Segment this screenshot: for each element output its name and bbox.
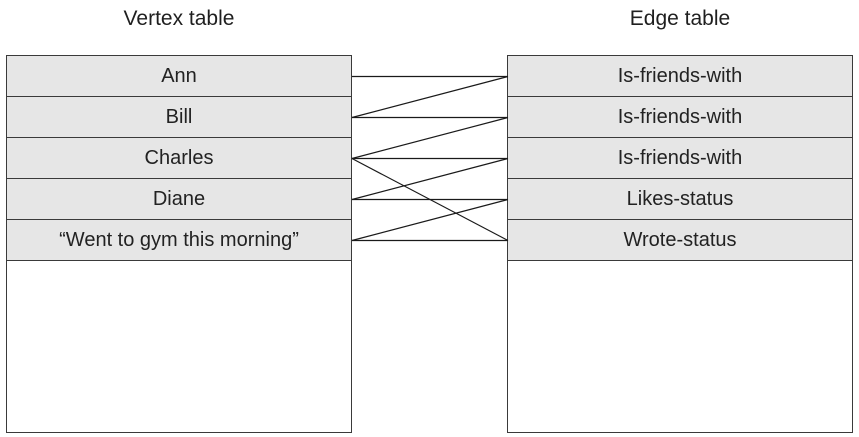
vertex-row-bill: Bill xyxy=(7,97,351,138)
link-line-v1-e0 xyxy=(351,75,509,119)
vertex-table-title: Vertex table xyxy=(123,7,235,30)
edge-row-2: Is-friends-with xyxy=(508,97,852,138)
vertex-row-ann: Ann xyxy=(7,56,351,97)
vertex-row-status: “Went to gym this morning” xyxy=(7,220,351,261)
edge-row-3: Is-friends-with xyxy=(508,138,852,179)
link-line-v2-e1 xyxy=(351,116,509,160)
vertex-row-charles: Charles xyxy=(7,138,351,179)
edge-row-5: Wrote-status xyxy=(508,220,852,261)
edge-table: Is-friends-with Is-friends-with Is-frien… xyxy=(507,55,853,433)
link-line-v4-e3 xyxy=(351,198,509,242)
edge-row-1: Is-friends-with xyxy=(508,56,852,97)
link-line-v3-e2 xyxy=(351,157,509,201)
link-line-v2-e4 xyxy=(351,157,509,242)
edge-table-title: Edge table xyxy=(629,7,731,30)
vertex-table: Ann Bill Charles Diane “Went to gym this… xyxy=(6,55,352,433)
edge-row-4: Likes-status xyxy=(508,179,852,220)
vertex-row-diane: Diane xyxy=(7,179,351,220)
